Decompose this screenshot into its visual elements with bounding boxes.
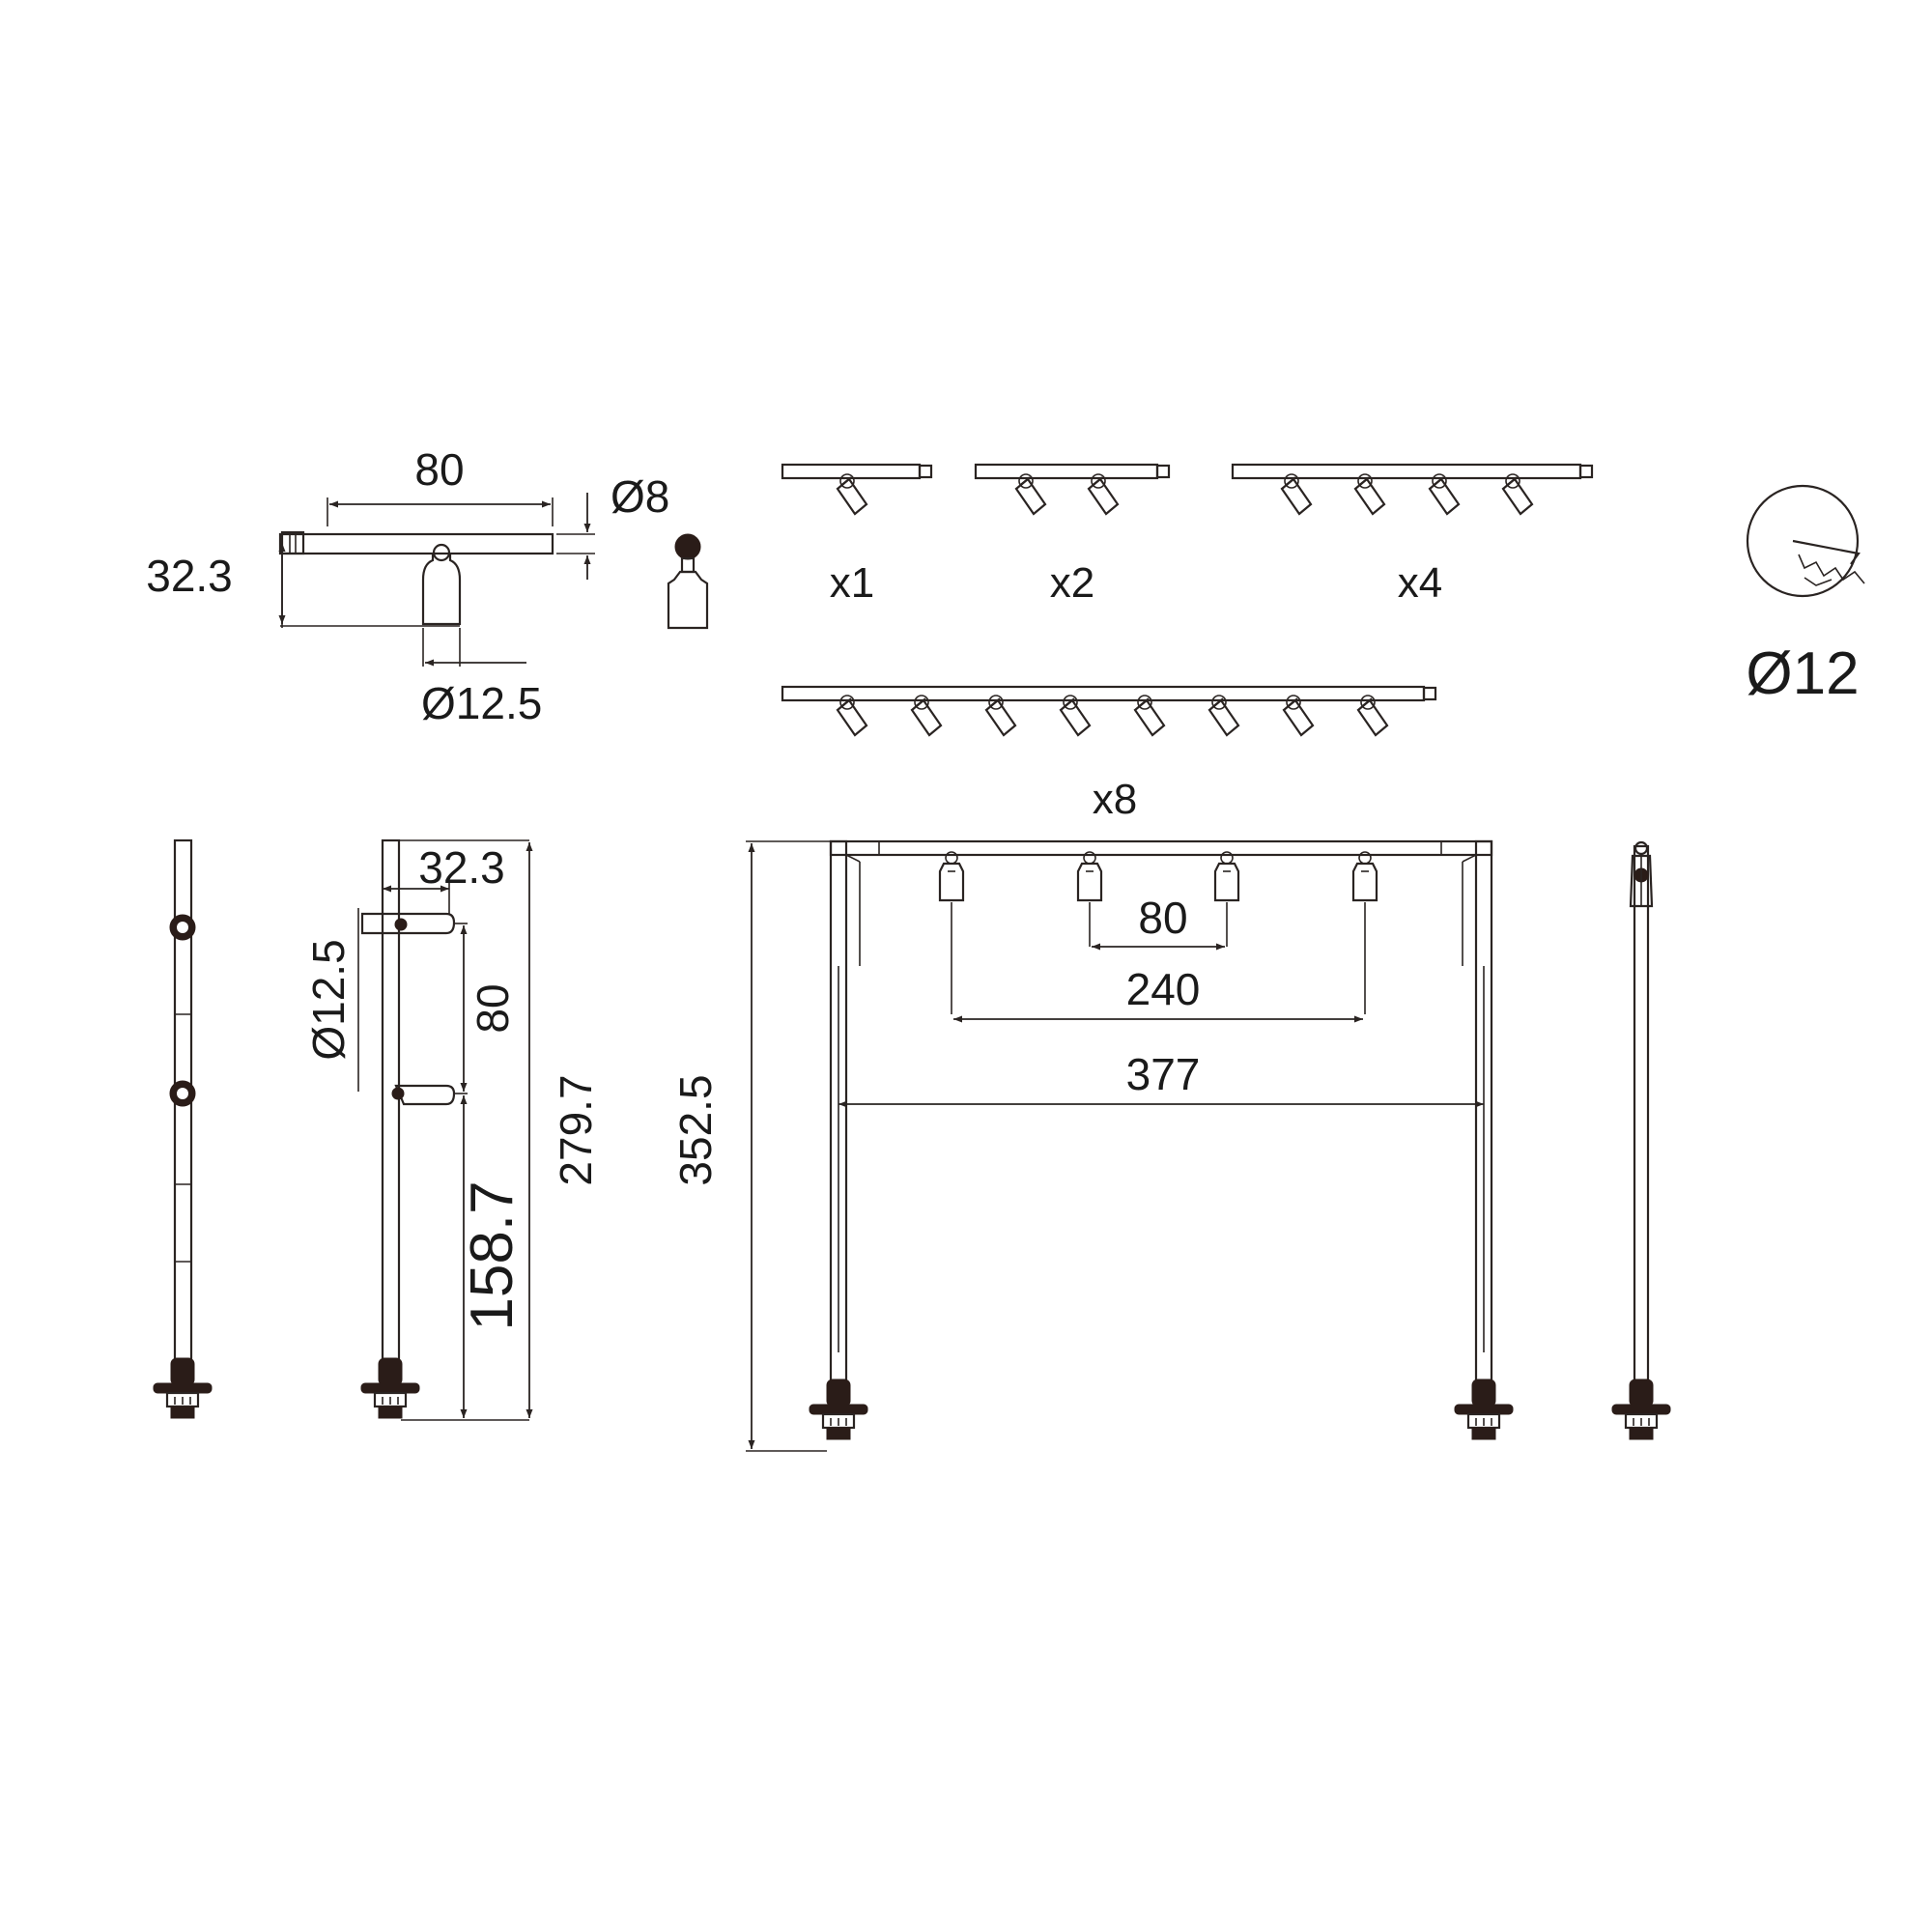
dim-side-head-dia: Ø12.5	[303, 939, 354, 1060]
side-view-rod	[152, 838, 213, 1420]
dim-side-reach: 32.3	[418, 842, 505, 893]
dim-top-height: 32.3	[146, 551, 233, 601]
front-view-frame: 80 240 377 352.5	[670, 839, 1515, 1452]
variant-x1: x1	[781, 463, 933, 607]
side-view-right	[1610, 840, 1672, 1441]
side-view-dimensioned: 32.3 Ø12.5 80 158.7 279.7	[303, 838, 601, 1421]
dim-side-total: 279.7	[551, 1074, 601, 1185]
variant-x8: x8	[781, 685, 1437, 823]
top-detail-view: 80 32.3 Ø8 Ø12.5	[146, 444, 669, 728]
dim-front-span: 377	[1126, 1049, 1201, 1099]
label-variant-x4: x4	[1398, 559, 1442, 607]
label-variant-x2: x2	[1050, 559, 1094, 607]
dim-top-head-dia: Ø12.5	[421, 678, 542, 728]
ball-cup-detail	[667, 533, 709, 630]
label-variant-x8: x8	[1093, 776, 1137, 823]
dim-side-lower: 158.7	[459, 1180, 526, 1330]
dim-front-height: 352.5	[670, 1074, 721, 1185]
dim-top-rod-dia: Ø8	[611, 471, 669, 522]
dim-side-spacing: 80	[468, 983, 518, 1033]
variant-x2: x2	[974, 463, 1171, 607]
dim-front-spacing: 80	[1138, 893, 1187, 943]
dim-front-mid: 240	[1126, 964, 1201, 1014]
hole-detail: Ø12	[1746, 484, 1865, 707]
label-variant-x1: x1	[830, 559, 874, 607]
variant-x4: x4	[1231, 463, 1594, 607]
dim-top-width: 80	[414, 444, 464, 495]
dim-hole-dia: Ø12	[1746, 640, 1859, 707]
